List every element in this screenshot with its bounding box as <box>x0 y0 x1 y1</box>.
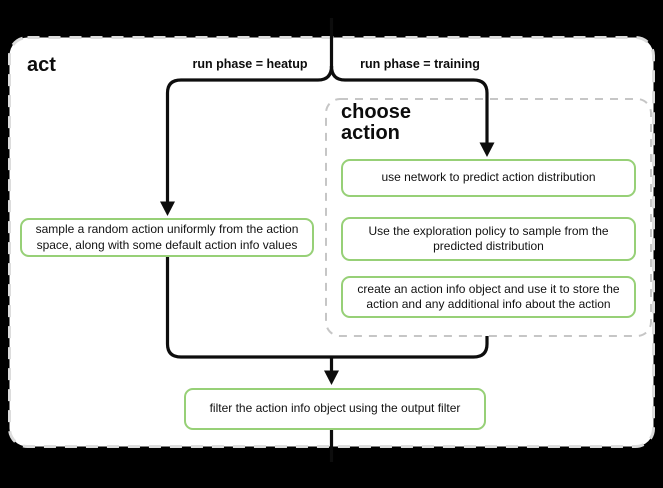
node-predict-action-distribution: use network to predict action distributi… <box>341 159 636 197</box>
arrowhead-into-predict <box>479 142 495 157</box>
node-create-action-info-object: create an action info object and use it … <box>341 276 636 318</box>
subprocess-title-choose-action: choose action <box>341 101 412 144</box>
branch-label-heatup: run phase = heatup <box>192 57 308 71</box>
arrowhead-into-filter <box>324 370 339 385</box>
node-exploration-policy-sample: Use the exploration policy to sample fro… <box>341 217 636 261</box>
connector-heatup-branch <box>165 65 334 202</box>
node-sample-random-action: sample a random action uniformly from th… <box>20 218 314 257</box>
branch-label-training: run phase = training <box>360 57 480 71</box>
connector-training-branch <box>329 65 489 144</box>
choose-action-container <box>325 98 652 337</box>
node-filter-action-info: filter the action info object using the … <box>184 388 486 430</box>
lane-title-act: act <box>27 54 56 76</box>
connector-merge <box>165 257 489 359</box>
arrowhead-into-sample <box>160 201 175 216</box>
